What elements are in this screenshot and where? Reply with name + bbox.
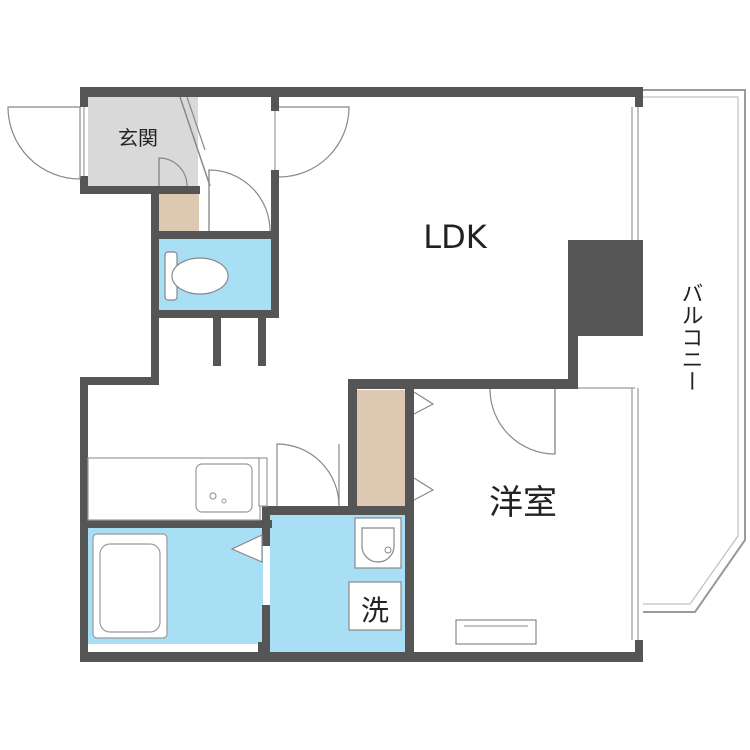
closet-storage (357, 390, 405, 506)
entrance-step (179, 96, 211, 187)
washing-machine-area (348, 581, 402, 631)
washbasin-icon (354, 517, 402, 569)
toilet-icon (164, 251, 229, 301)
ldk-label: LDK (423, 218, 487, 256)
balcony-label: バルコニー (678, 282, 703, 392)
washroom-label: 洗 (361, 594, 389, 627)
walls (80, 87, 643, 662)
entrance-label: 玄関 (118, 126, 158, 150)
shoe-storage (159, 194, 199, 231)
bathtub-icon (92, 533, 168, 639)
western-room-label: 洋室 (489, 483, 557, 523)
window-lines (83, 107, 639, 640)
door-swings (7, 106, 556, 563)
balcony-outline (643, 89, 746, 613)
kitchen-counter (87, 457, 268, 521)
air-conditioner-icon (455, 619, 537, 645)
entrance-floor (88, 95, 198, 188)
